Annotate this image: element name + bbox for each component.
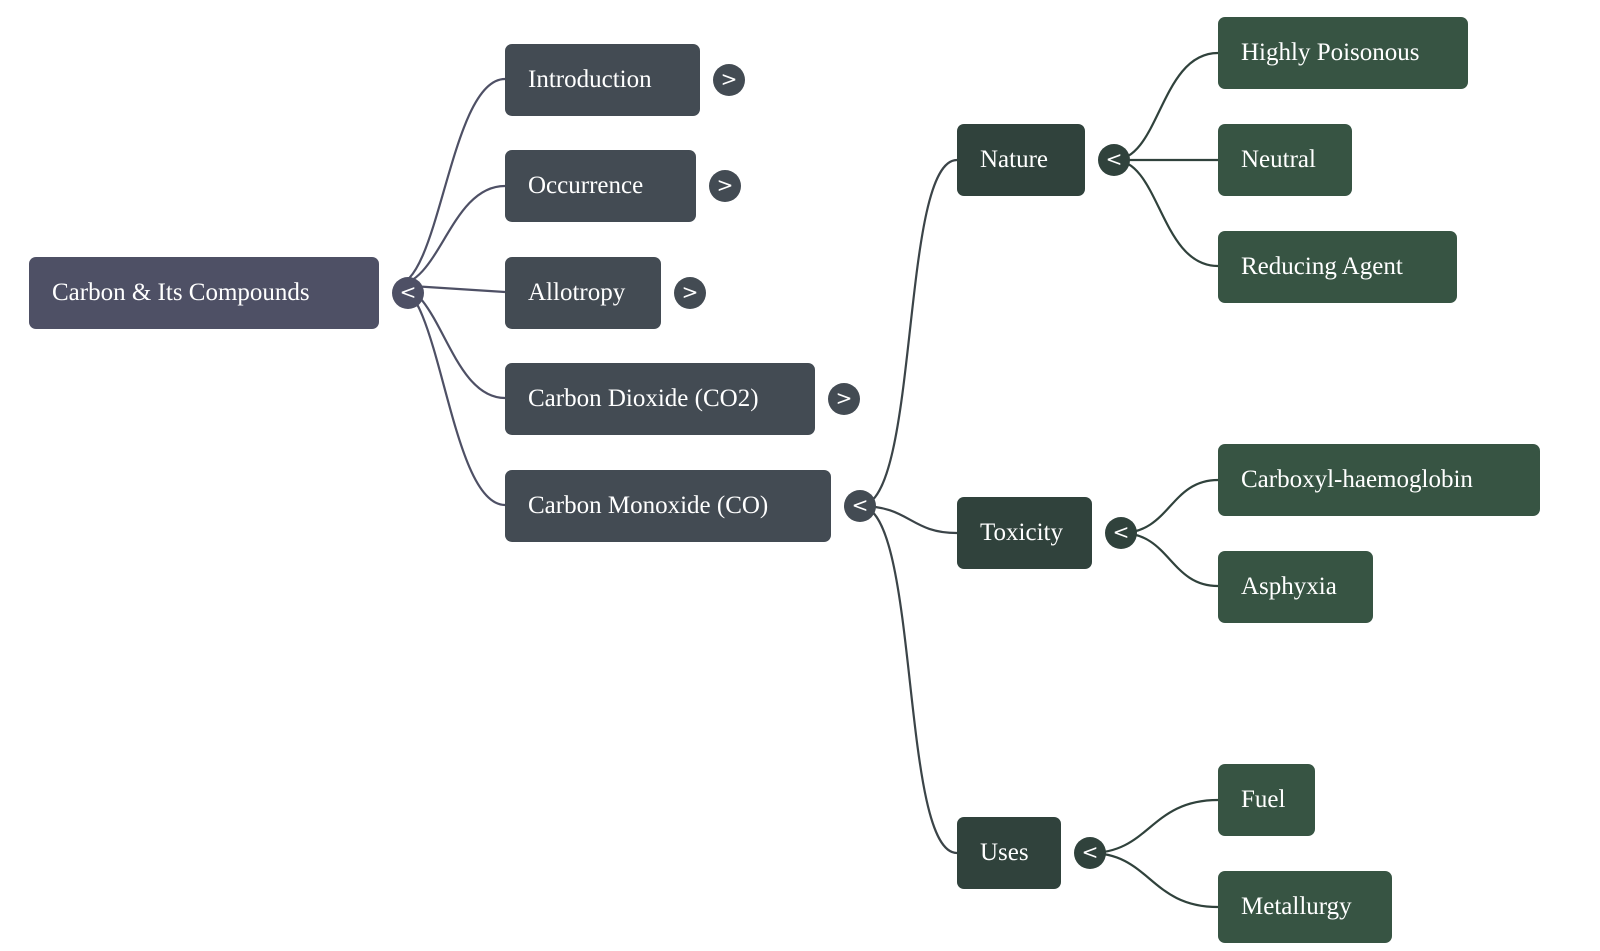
node-nature[interactable]: Nature xyxy=(957,124,1085,196)
edge-co-uses xyxy=(859,504,958,855)
node-carbon-dioxide[interactable]: Carbon Dioxide (CO2) xyxy=(505,363,815,435)
edge-co-nature xyxy=(859,158,958,508)
node-reducing-agent[interactable]: Reducing Agent xyxy=(1218,231,1457,303)
edge-uses-metallurgy xyxy=(1089,851,1219,909)
node-metallurgy[interactable]: Metallurgy xyxy=(1218,871,1392,943)
toxicity-collapse-toggle[interactable]: < xyxy=(1105,517,1137,549)
root-node[interactable]: Carbon & Its Compounds xyxy=(29,257,379,329)
carbon-dioxide-expand-toggle[interactable]: > xyxy=(828,383,860,415)
node-highly-poisonous[interactable]: Highly Poisonous xyxy=(1218,17,1468,89)
introduction-expand-toggle[interactable]: > xyxy=(713,64,745,96)
edge-toxicity-carboxyl xyxy=(1120,478,1219,535)
nature-collapse-toggle[interactable]: < xyxy=(1098,144,1130,176)
edge-toxicity-asphyxia xyxy=(1120,531,1219,588)
edge-root-occurrence xyxy=(395,184,506,287)
edge-nature-reducing-agent xyxy=(1113,158,1219,268)
root-collapse-toggle[interactable]: < xyxy=(392,277,424,309)
node-carboxyl-haemoglobin[interactable]: Carboxyl-haemoglobin xyxy=(1218,444,1540,516)
node-asphyxia[interactable]: Asphyxia xyxy=(1218,551,1373,623)
carbon-monoxide-collapse-toggle[interactable]: < xyxy=(844,490,876,522)
allotropy-expand-toggle[interactable]: > xyxy=(674,277,706,309)
node-neutral[interactable]: Neutral xyxy=(1218,124,1352,196)
node-toxicity[interactable]: Toxicity xyxy=(957,497,1092,569)
node-fuel[interactable]: Fuel xyxy=(1218,764,1315,836)
edge-root-introduction xyxy=(395,77,506,287)
uses-collapse-toggle[interactable]: < xyxy=(1074,837,1106,869)
node-introduction[interactable]: Introduction xyxy=(505,44,700,116)
node-uses[interactable]: Uses xyxy=(957,817,1061,889)
edge-nature-highly-poisonous xyxy=(1113,51,1219,162)
node-occurrence[interactable]: Occurrence xyxy=(505,150,696,222)
node-allotropy[interactable]: Allotropy xyxy=(505,257,661,329)
edge-uses-fuel xyxy=(1089,798,1219,855)
node-carbon-monoxide[interactable]: Carbon Monoxide (CO) xyxy=(505,470,831,542)
occurrence-expand-toggle[interactable]: > xyxy=(709,170,741,202)
